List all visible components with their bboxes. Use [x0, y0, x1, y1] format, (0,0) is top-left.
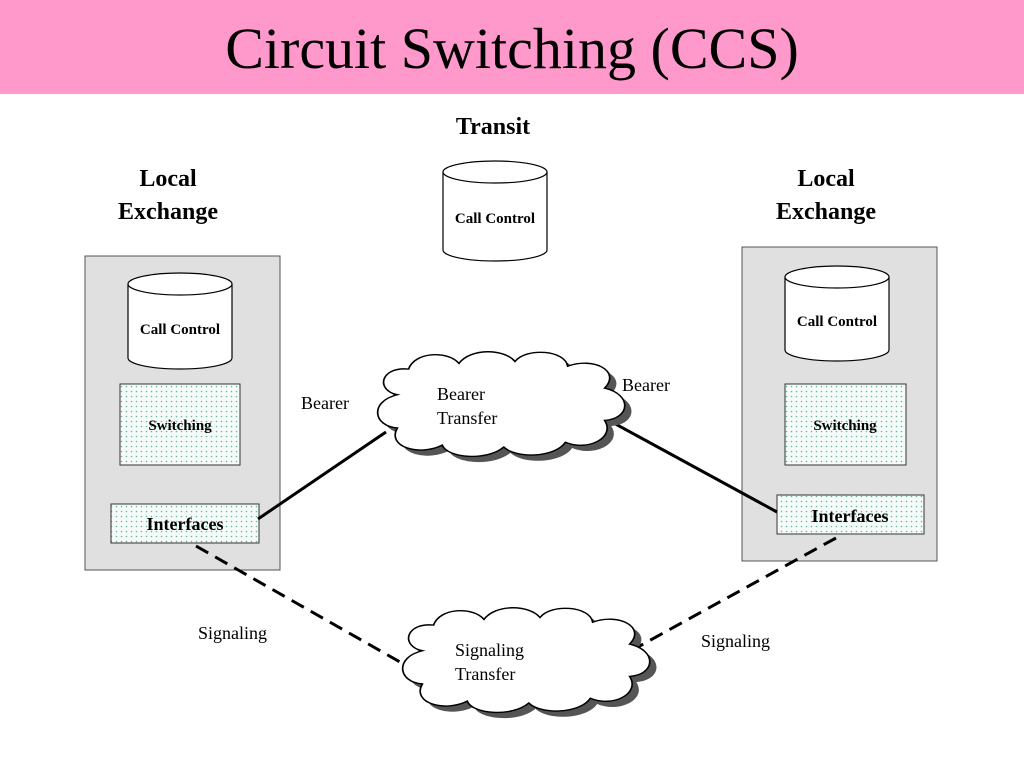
left-exchange-heading-line2: Exchange: [118, 199, 218, 225]
left-switching-box: Switching: [119, 383, 241, 466]
signaling-link-right: [635, 536, 837, 650]
right-interfaces-label: Interfaces: [812, 506, 889, 526]
right-interfaces-box: Interfaces: [776, 494, 925, 535]
bearer-cloud-line2: Transfer: [437, 408, 497, 428]
right-switching-box: Switching: [784, 383, 907, 466]
bearer-cloud-line1: Bearer: [437, 384, 485, 404]
left-exchange-box: Call Control Switching Interfaces: [84, 255, 281, 571]
transit-call-control-label: Call Control: [455, 211, 535, 227]
slide-title: Circuit Switching (CCS): [225, 16, 799, 81]
left-call-control-cylinder: Call Control: [127, 272, 233, 370]
left-switching-label: Switching: [148, 418, 212, 434]
transit-call-control-cylinder: Call Control: [442, 160, 548, 262]
signaling-link-left: [195, 544, 401, 664]
signaling-label-right: Signaling: [701, 631, 770, 651]
right-switching-label: Switching: [813, 418, 877, 434]
left-interfaces-label: Interfaces: [147, 514, 224, 534]
right-exchange-box: Call Control Switching Interfaces: [741, 246, 938, 562]
transit-heading: Transit: [456, 114, 530, 140]
left-call-control-label: Call Control: [140, 322, 220, 338]
signaling-label-left: Signaling: [198, 623, 267, 643]
right-call-control-cylinder: Call Control: [784, 265, 890, 362]
bearer-transfer-cloud: Bearer Transfer: [376, 350, 632, 463]
bearer-link-right: [609, 419, 778, 514]
signaling-transfer-cloud: Signaling Transfer: [401, 606, 657, 719]
bearer-label-left: Bearer: [301, 393, 349, 413]
left-exchange-heading-line1: Local: [139, 166, 197, 192]
bearer-link-left: [257, 430, 387, 521]
right-call-control-label: Call Control: [797, 314, 877, 330]
signaling-cloud-line2: Transfer: [455, 664, 515, 684]
bearer-label-right: Bearer: [622, 375, 670, 395]
signaling-cloud-line1: Signaling: [455, 640, 524, 660]
right-exchange-heading-line1: Local: [797, 166, 855, 192]
left-interfaces-box: Interfaces: [110, 503, 260, 544]
title-bar: [0, 0, 1024, 94]
right-exchange-heading-line2: Exchange: [776, 199, 876, 225]
